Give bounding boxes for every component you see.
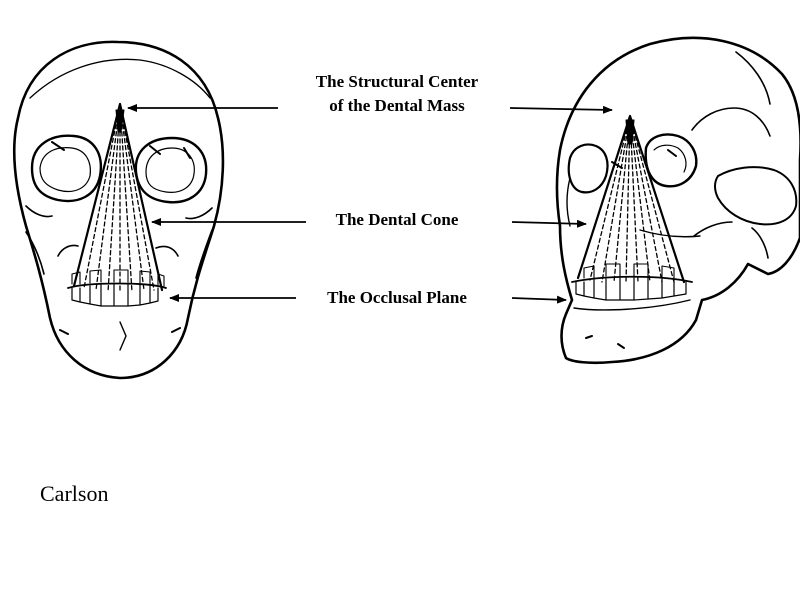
three-quarter-skull (555, 36, 800, 365)
side-dental-cone (576, 114, 686, 284)
label-structural-center-line2: of the Dental Mass (329, 96, 465, 115)
label-structural-center: The Structural Center of the Dental Mass (262, 70, 532, 118)
dental-cone (72, 102, 164, 292)
ear-region (714, 166, 798, 226)
frontal-teeth (67, 282, 167, 289)
arrows (127, 104, 613, 304)
side-orbit-far (567, 143, 609, 194)
label-occlusal-plane: The Occlusal Plane (327, 288, 467, 307)
arrow-cone-right (511, 219, 587, 228)
frontal-skull-outline (13, 40, 225, 380)
arrow-center-right (509, 105, 613, 114)
left-orbit (30, 134, 103, 203)
author-credit: Carlson (40, 481, 109, 506)
frontal-skull (13, 40, 225, 380)
label-dental-cone: The Dental Cone (335, 210, 459, 229)
right-orbit (134, 136, 208, 204)
side-teeth (571, 275, 693, 283)
label-structural-center-line1: The Structural Center (315, 72, 479, 91)
side-orbit-near (644, 133, 698, 188)
arrow-plane-right (511, 295, 567, 304)
side-skull-outline (555, 36, 800, 365)
